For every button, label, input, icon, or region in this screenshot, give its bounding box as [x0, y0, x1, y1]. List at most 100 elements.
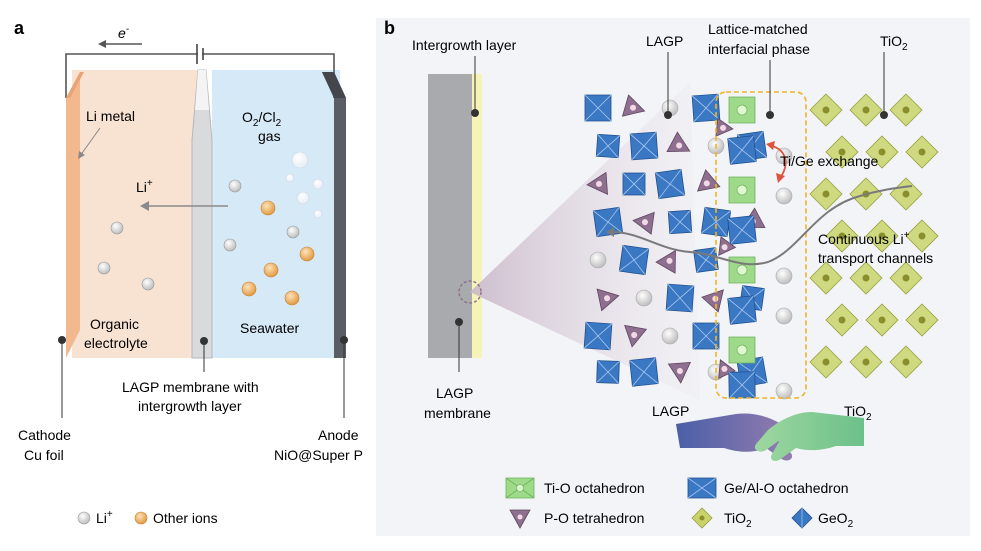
lattice-matched-label-1: Lattice-matched — [708, 21, 808, 37]
membrane-label-1: LAGP membrane with — [122, 379, 259, 395]
legend-ti-o-octahedron-swatch — [505, 477, 535, 499]
legend-li-label: Li+ — [96, 509, 113, 526]
lagp-membrane — [191, 69, 213, 359]
ge-al-o-octahedron — [667, 209, 693, 235]
seawater-label: Seawater — [240, 320, 299, 336]
channels-label-2: transport channels — [818, 250, 933, 266]
li-ion — [97, 261, 111, 275]
li-ion — [223, 238, 237, 252]
li-ion — [228, 179, 242, 193]
li-metal-label: Li metal — [86, 108, 135, 124]
li-site — [589, 251, 607, 269]
anode-label-2: NiO@Super P — [274, 447, 363, 463]
ti-o-octahedron — [728, 176, 756, 204]
tio2-unit — [889, 261, 923, 295]
li-site — [775, 382, 793, 400]
other-ion — [260, 200, 276, 216]
p-o-tetrahedron — [586, 171, 608, 196]
li-site — [775, 267, 793, 285]
ge-al-o-octahedron — [665, 283, 695, 313]
panel-a: a e- Li metal O2/Cl2 gas Li+ — [14, 18, 363, 526]
tio2-unit — [905, 303, 939, 337]
tio2-top-label: TiO2 — [880, 33, 908, 53]
li-site — [775, 307, 793, 325]
p-o-tetrahedron — [632, 211, 655, 235]
legend-ge-al-o-octahedron-label: Ge/Al-O octahedron — [724, 480, 849, 496]
gas-label-line2: gas — [258, 128, 281, 144]
ge-al-o-octahedron — [595, 133, 621, 159]
p-o-tetrahedron — [624, 324, 648, 348]
gas-label: O2/Cl2 — [242, 109, 282, 129]
anode-label-1: Anode — [318, 427, 359, 443]
tio2-unit — [849, 93, 883, 127]
ge-al-o-octahedron — [728, 371, 756, 399]
tio2-unit — [825, 303, 859, 337]
electron-label: e- — [118, 24, 130, 41]
interfacial-phase-box — [715, 91, 807, 399]
lagp-membrane-label-2: membrane — [424, 405, 491, 421]
ge-al-o-octahedron — [629, 357, 659, 387]
ge-al-o-octahedron — [629, 131, 659, 161]
tio2-unit — [825, 219, 859, 253]
ge-al-o-octahedron — [700, 206, 732, 238]
other-ion — [241, 281, 257, 297]
p-o-tetrahedron — [667, 362, 692, 384]
legend-tio2-swatch — [691, 507, 713, 529]
li-metal-pointer — [79, 127, 101, 157]
p-o-tetrahedron — [718, 359, 736, 379]
intergrowth-layer-strip — [472, 74, 482, 358]
organic-electrolyte-region — [72, 70, 200, 358]
other-ion — [284, 290, 300, 306]
panel-b-legend: Ti-O octahedron Ge/Al-O octahedron P-O t… — [505, 477, 854, 530]
p-o-tetrahedron — [655, 249, 676, 274]
ge-al-o-octahedron — [584, 94, 612, 122]
cathode-label-1: Cathode — [18, 427, 71, 443]
legend-geo2-label: GeO2 — [818, 510, 854, 530]
anode-nio-super-p — [322, 72, 346, 358]
legend-li-swatch — [77, 511, 91, 525]
lagp-membrane-label-1: LAGP — [436, 385, 473, 401]
tio2-unit — [865, 219, 899, 253]
handshake-lagp-label: LAGP — [652, 403, 689, 419]
handshake-tio2-label: TiO2 — [844, 403, 872, 423]
crystal-lattice — [583, 93, 939, 400]
cathode-cu-foil — [66, 72, 80, 358]
tio2-unit — [865, 135, 899, 169]
cathode-label-2: Cu foil — [24, 447, 64, 463]
tio2-unit — [849, 345, 883, 379]
p-o-tetrahedron — [596, 288, 620, 312]
legend-tio2-label: TiO2 — [724, 510, 752, 530]
handshake-illustration — [676, 412, 864, 461]
left-hand-lagp — [676, 413, 803, 461]
gas-bubble — [296, 191, 310, 205]
li-ion — [110, 221, 124, 235]
ge-al-o-octahedron — [727, 215, 757, 245]
legend-ge-al-o-octahedron-swatch — [687, 477, 717, 499]
tio2-unit — [809, 345, 843, 379]
tio2-unit — [905, 135, 939, 169]
ions-organic — [97, 221, 155, 291]
gas-bubble — [313, 209, 323, 219]
li-ion — [141, 277, 155, 291]
ti-o-octahedron — [728, 336, 756, 364]
ge-al-o-octahedron — [727, 135, 757, 165]
legend-other-label: Other ions — [153, 510, 218, 526]
p-o-tetrahedron — [621, 94, 646, 117]
li-ion — [286, 225, 300, 239]
gas-bubble — [291, 151, 309, 169]
organic-electrolyte-label-1: Organic — [90, 316, 139, 332]
ti-ge-exchange-label: Ti/Ge exchange — [780, 153, 879, 169]
zoom-origin-circle — [458, 280, 482, 304]
organic-electrolyte-label-2: electrolyte — [84, 335, 148, 351]
legend-other-swatch — [134, 511, 148, 525]
panel-b-label: b — [384, 18, 395, 38]
panel-b: b Intergrowth layer LAGP membrane LAGP L… — [376, 18, 970, 536]
other-ion — [263, 262, 279, 278]
membrane-label-2: intergrowth layer — [138, 398, 242, 414]
li-transport-channel-path — [611, 185, 913, 266]
legend-geo2-swatch — [791, 507, 813, 529]
p-o-tetrahedron — [718, 236, 737, 256]
legend-p-o-tetrahedron-label: P-O tetrahedron — [544, 510, 644, 526]
tio2-unit — [889, 93, 923, 127]
